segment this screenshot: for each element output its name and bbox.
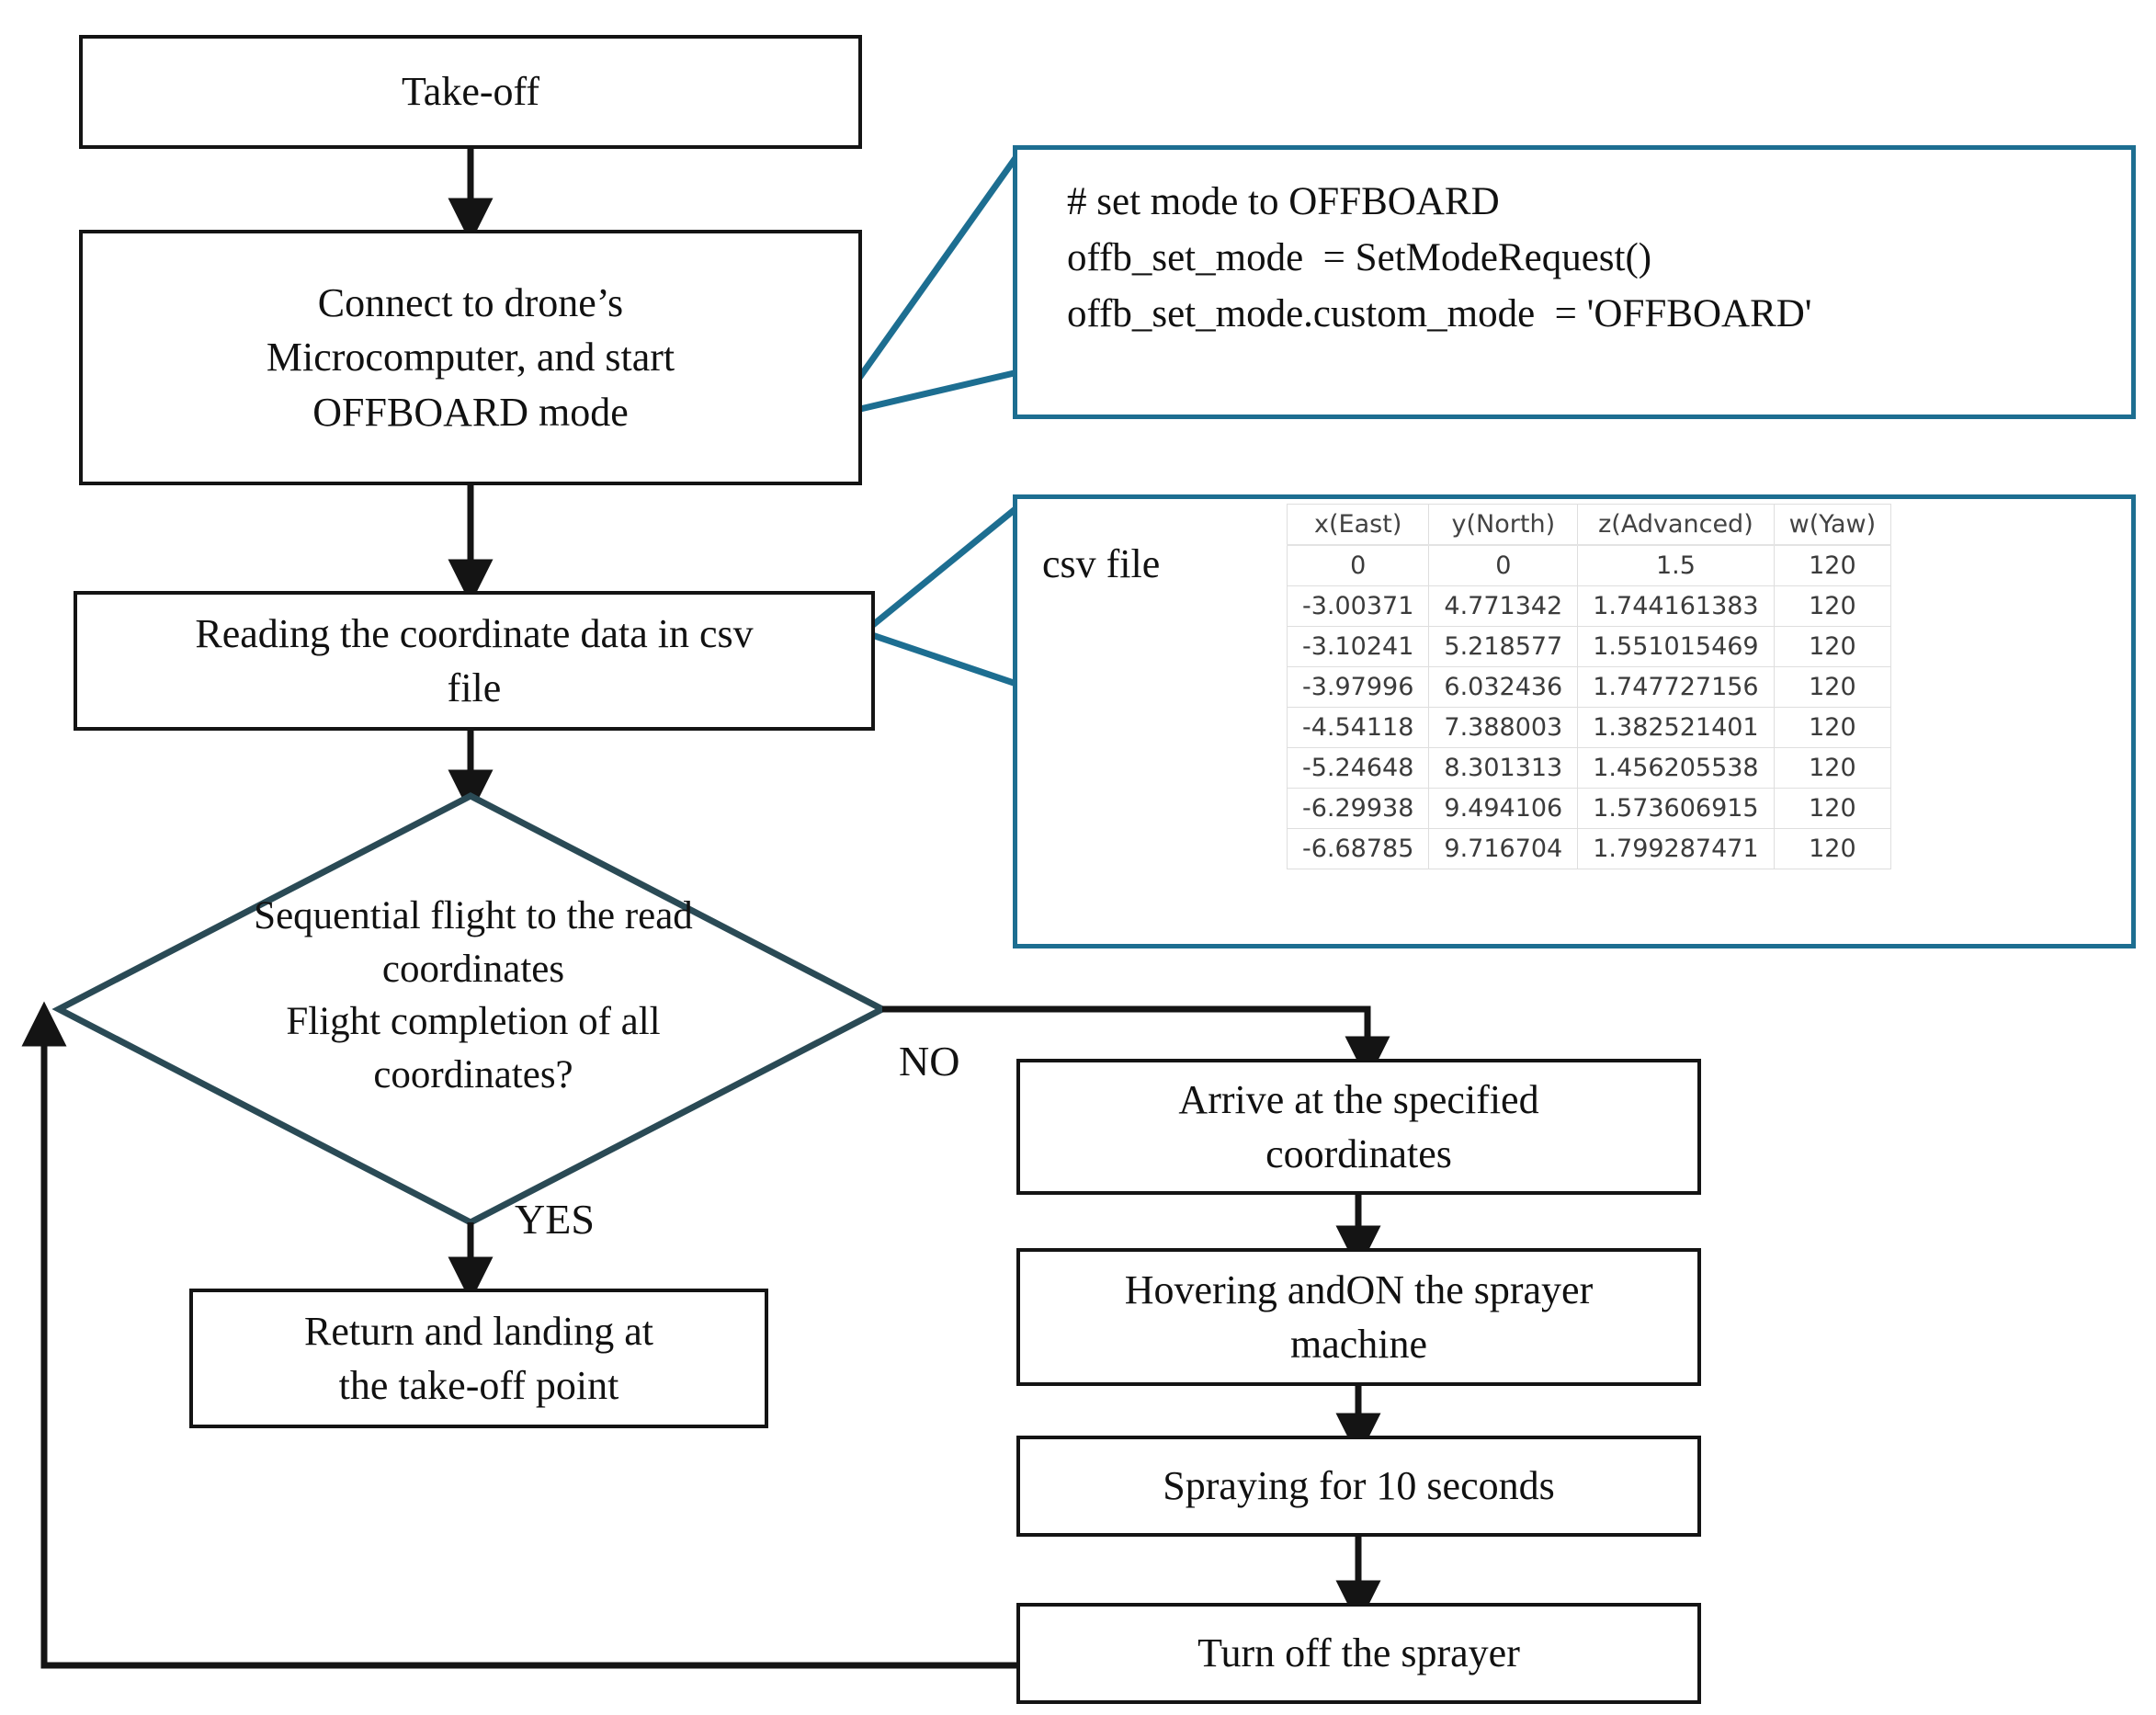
csv-cell: 0 bbox=[1428, 544, 1579, 586]
callout-code-offboard: # set mode to OFFBOARD offb_set_mode = S… bbox=[1013, 145, 2136, 419]
csv-cell: 5.218577 bbox=[1428, 626, 1579, 667]
csv-cell: 7.388003 bbox=[1428, 707, 1579, 748]
csv-col-y: y(North) bbox=[1428, 504, 1579, 546]
csv-cell: 120 bbox=[1773, 747, 1892, 789]
csv-cell: -3.97996 bbox=[1286, 666, 1430, 708]
csv-cell: -5.24648 bbox=[1286, 747, 1430, 789]
node-turn-off-sprayer[interactable]: Turn off the sprayer bbox=[1016, 1603, 1701, 1704]
node-arrive-coordinates-label: Arrive at the specified coordinates bbox=[1178, 1076, 1539, 1176]
csv-cell: 1.551015469 bbox=[1577, 626, 1775, 667]
csv-cell: 1.747727156 bbox=[1577, 666, 1775, 708]
callout-csv-caption: csv file bbox=[1042, 541, 1161, 586]
csv-cell-pad bbox=[1891, 545, 1971, 586]
csv-cell: 1.5 bbox=[1577, 544, 1775, 586]
edge-label-no: NO bbox=[899, 1038, 960, 1085]
csv-col-w: w(Yaw) bbox=[1773, 504, 1892, 546]
node-connect-drone-label: Connect to drone’s Microcomputer, and st… bbox=[266, 279, 675, 435]
node-decision-label: Sequential flight to the read coordinate… bbox=[254, 894, 693, 1096]
node-spraying-10-seconds[interactable]: Spraying for 10 seconds bbox=[1016, 1436, 1701, 1537]
csv-cell: 120 bbox=[1773, 828, 1892, 869]
decision-diamond bbox=[51, 792, 890, 1226]
csv-cell: 9.716704 bbox=[1428, 828, 1579, 869]
csv-col-pad bbox=[1891, 505, 1971, 546]
node-return-landing[interactable]: Return and landing at the take-off point bbox=[189, 1289, 768, 1428]
csv-cell: -3.10241 bbox=[1286, 626, 1430, 667]
csv-header-row: x(East) y(North) z(Advanced) w(Yaw) bbox=[1286, 504, 1971, 546]
csv-cell-pad bbox=[1891, 667, 1971, 708]
node-takeoff[interactable]: Take-off bbox=[79, 35, 862, 149]
csv-cell: 4.771342 bbox=[1428, 585, 1579, 627]
code-line-2: offb_set_mode = SetModeRequest() bbox=[1067, 236, 1652, 280]
csv-cell: -6.29938 bbox=[1286, 788, 1430, 829]
csv-cell-pad bbox=[1891, 748, 1971, 789]
node-hovering-sprayer-on-label: Hovering andON the sprayer machine bbox=[1124, 1266, 1594, 1367]
node-connect-drone[interactable]: Connect to drone’s Microcomputer, and st… bbox=[79, 230, 862, 485]
node-takeoff-label: Take-off bbox=[401, 69, 540, 115]
csv-cell: -6.68785 bbox=[1286, 828, 1430, 869]
csv-cell: 120 bbox=[1773, 626, 1892, 667]
csv-cell: 1.573606915 bbox=[1577, 788, 1775, 829]
node-reading-csv[interactable]: Reading the coordinate data in csv file bbox=[74, 591, 875, 731]
node-arrive-coordinates[interactable]: Arrive at the specified coordinates bbox=[1016, 1059, 1701, 1195]
csv-cell: 1.382521401 bbox=[1577, 707, 1775, 748]
csv-cell-pad bbox=[1891, 829, 1971, 869]
node-reading-csv-label: Reading the coordinate data in csv file bbox=[195, 610, 754, 710]
csv-cell: 8.301313 bbox=[1428, 747, 1579, 789]
csv-cell-pad bbox=[1891, 586, 1971, 627]
csv-cell: 9.494106 bbox=[1428, 788, 1579, 829]
callout-code-lines: # set mode to OFFBOARD offb_set_mode = S… bbox=[1017, 150, 2131, 362]
csv-col-z: z(Advanced) bbox=[1577, 504, 1775, 546]
csv-cell: 1.799287471 bbox=[1577, 828, 1775, 869]
code-line-3: offb_set_mode.custom_mode = 'OFFBOARD' bbox=[1067, 292, 1812, 336]
csv-cell: 120 bbox=[1773, 544, 1892, 586]
csv-cell: 120 bbox=[1773, 707, 1892, 748]
node-spraying-10-seconds-label: Spraying for 10 seconds bbox=[1163, 1463, 1555, 1509]
node-return-landing-label: Return and landing at the take-off point bbox=[303, 1308, 653, 1408]
csv-cell: 120 bbox=[1773, 788, 1892, 829]
csv-cell: 6.032436 bbox=[1428, 666, 1579, 708]
csv-cell: 1.456205538 bbox=[1577, 747, 1775, 789]
node-turn-off-sprayer-label: Turn off the sprayer bbox=[1197, 1630, 1520, 1676]
csv-cell: 120 bbox=[1773, 666, 1892, 708]
csv-cell-pad bbox=[1891, 708, 1971, 748]
csv-cell-pad bbox=[1891, 789, 1971, 829]
csv-cell: -3.00371 bbox=[1286, 585, 1430, 627]
code-line-1: # set mode to OFFBOARD bbox=[1067, 180, 1500, 223]
csv-cell: -4.54118 bbox=[1286, 707, 1430, 748]
node-hovering-sprayer-on[interactable]: Hovering andON the sprayer machine bbox=[1016, 1248, 1701, 1386]
csv-cell: 0 bbox=[1286, 544, 1430, 586]
csv-col-x: x(East) bbox=[1286, 504, 1430, 546]
csv-cell-pad bbox=[1891, 627, 1971, 667]
csv-cell: 120 bbox=[1773, 585, 1892, 627]
edge-label-yes: YES bbox=[515, 1196, 595, 1243]
csv-cell: 1.744161383 bbox=[1577, 585, 1775, 627]
callout-tail-csv bbox=[857, 501, 1026, 741]
